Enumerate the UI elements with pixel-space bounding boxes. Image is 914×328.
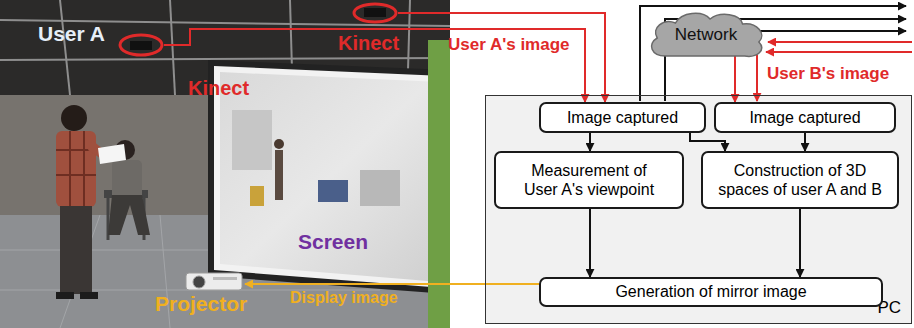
connector-arrow <box>804 133 806 151</box>
connector-arrow <box>245 283 539 285</box>
process-label: Image captured <box>749 108 860 127</box>
network-cloud: Network <box>645 10 767 60</box>
marker-ellipse <box>118 33 164 57</box>
edge-label: User B's image <box>767 64 889 84</box>
projector-device: Projector <box>183 268 245 294</box>
process-box: Generation of mirror image <box>539 277 883 307</box>
process-label: Image captured <box>567 108 678 127</box>
device-label: Kinect <box>338 32 399 54</box>
process-label: Measurement of User A's viewpoint <box>513 161 665 199</box>
cloud-label: Network <box>675 25 737 45</box>
process-label: Generation of mirror image <box>615 282 806 301</box>
marker-ellipse <box>352 2 398 24</box>
process-box: Image captured <box>539 102 706 133</box>
person-label: User A <box>38 22 105 46</box>
kinect-marker: Kinect <box>118 33 164 57</box>
connector-arrow <box>164 29 585 102</box>
screen-label: Screen <box>298 230 368 254</box>
connector-arrow <box>690 133 725 151</box>
device-label: Kinect <box>188 77 249 99</box>
edge-label: User A's image <box>448 35 570 55</box>
kinect-marker: Kinect <box>352 2 398 24</box>
process-box: Construction of 3D spaces of user A and … <box>701 151 899 209</box>
connector-arrow <box>799 209 801 277</box>
process-label: Construction of 3D spaces of user A and … <box>709 161 891 199</box>
connector-arrow <box>589 209 591 277</box>
pc-frame: PCImage capturedImage capturedMeasuremen… <box>485 95 912 324</box>
process-box: Measurement of User A's viewpoint <box>494 151 684 209</box>
connector-arrow <box>398 13 605 102</box>
connector-arrow <box>589 133 591 151</box>
device-label: Projector <box>155 292 247 315</box>
projector-symbol <box>183 268 245 294</box>
process-box: Image captured <box>714 102 896 133</box>
edge-label: Display image <box>290 289 398 307</box>
